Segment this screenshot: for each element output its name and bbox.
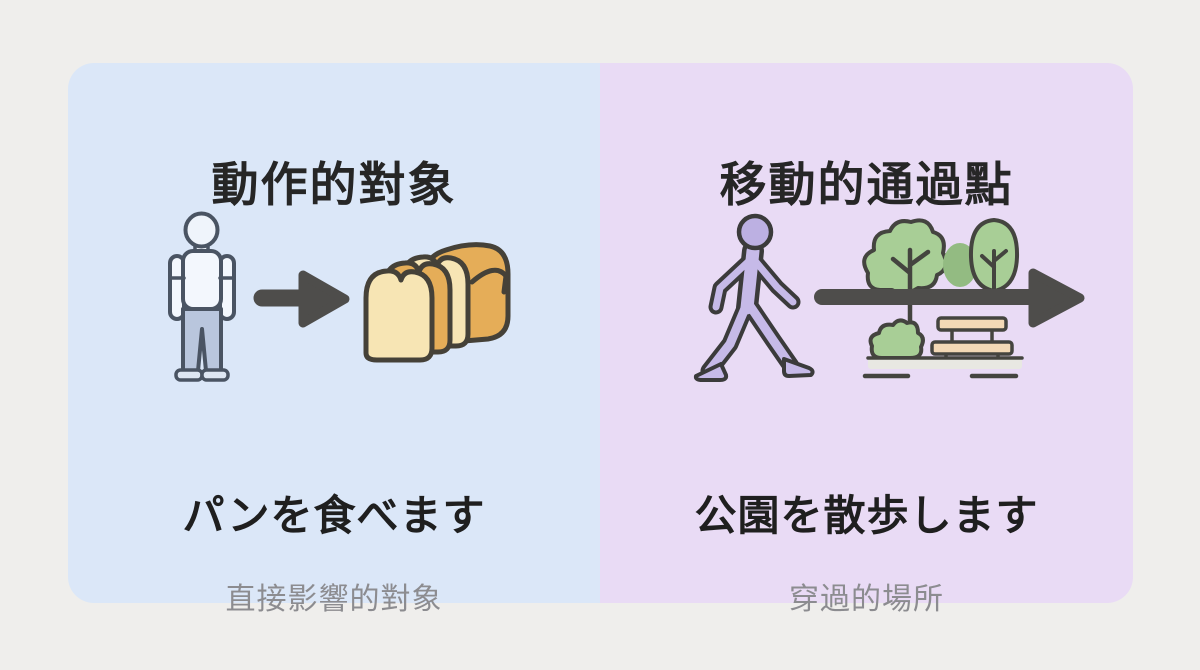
standing-person-icon: [168, 211, 236, 382]
park-icon: [862, 218, 1024, 379]
eat-bread-illustration: [168, 211, 511, 382]
tree-icon: [862, 218, 948, 295]
panel-caption: 直接影響的對象: [225, 583, 443, 616]
panel-caption: 穿過的場所: [789, 583, 944, 616]
panel-title: 動作的對象: [211, 158, 457, 211]
tree-icon: [943, 243, 977, 287]
example-sentence: パンを食べます: [182, 492, 486, 539]
example-sentence: 公園を散歩します: [694, 492, 1039, 539]
panel-point-of-passage: 移動的通過點 公園を散歩します 穿過的場所: [600, 63, 1133, 615]
bread-loaf-icon: [363, 242, 511, 363]
panel-title: 移動的通過點: [719, 158, 1014, 211]
arrow-right-icon: [253, 270, 350, 328]
walk-park-illustration: [693, 213, 1085, 382]
panel-object-of-action: 動作的對象 パンを食べます 直接影響的對象: [68, 63, 600, 615]
arrow-through-park-icon: [814, 268, 1085, 328]
bush-icon: [868, 318, 925, 360]
ground-path: [862, 356, 1024, 379]
walking-person-icon: [693, 213, 815, 382]
